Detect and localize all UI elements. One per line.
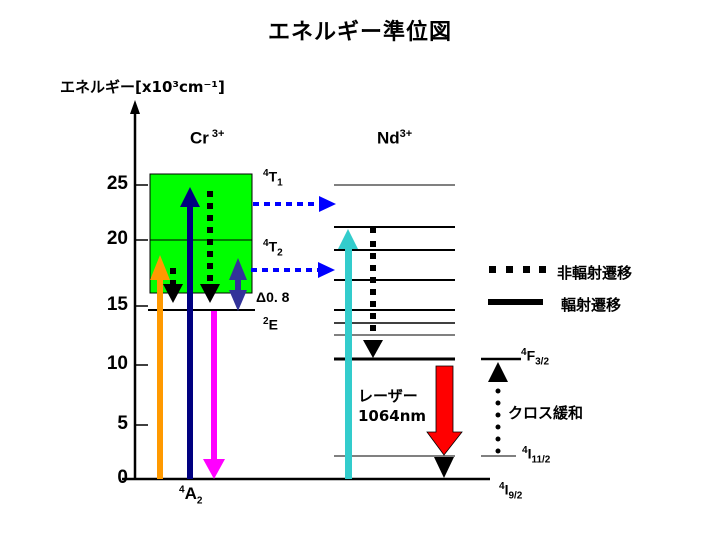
y-axis [122,100,490,481]
legend-nonradiative-sample [489,266,546,273]
label-4i92: 4I9/2 [499,481,523,502]
diagram-title: エネルギー準位図 [267,20,452,45]
legend-radiative-label: 輻射遷移 [561,296,622,314]
label-4t1: 4T1 [263,168,283,189]
cross-relaxation-label: クロス緩和 [508,404,584,422]
orange-absorption-arrow [150,255,170,479]
legend-nonradiative-label: 非輻射遷移 [557,264,633,282]
y-axis-label: エネルギー[x10³cm⁻¹] [60,78,225,96]
tick-15: 15 [106,294,128,315]
navy-absorption-arrow [180,187,200,479]
cyan-absorption-arrow [338,229,358,479]
tick-0: 0 [117,467,128,488]
cross-relaxation-levels [481,357,521,457]
nd-ion-label: Nd3+ [377,128,413,148]
label-4t2: 4T2 [263,238,283,259]
tick-25: 25 [106,173,128,194]
label-4i112: 4I11/2 [522,445,551,466]
nd-energy-levels [334,184,455,457]
energy-transfer-arrow-t2 [251,262,335,278]
legend-radiative-sample [488,299,543,305]
nd-nonrad-arrow [363,228,383,358]
cr-nonrad-arrow-tall [200,191,220,303]
tick-10: 10 [106,353,128,374]
label-4f32: 4F3/2 [521,347,550,368]
label-4a2: 4A2 [179,484,203,507]
cr-nonrad-arrow-small [163,268,183,303]
tick-5: 5 [117,413,128,434]
energy-transfer-arrow-t1 [253,196,336,212]
thermal-exchange-double-arrow [229,258,247,311]
tick-20: 20 [106,228,128,249]
label-2e: 2E [263,316,278,333]
label-delta: Δ0. 8 [256,289,290,305]
laser-annotation: レーザー 1064nm [358,387,427,425]
magenta-emission-arrow [203,311,225,479]
cross-relaxation-arrow [488,362,508,454]
laser-emission-arrow [426,365,463,478]
